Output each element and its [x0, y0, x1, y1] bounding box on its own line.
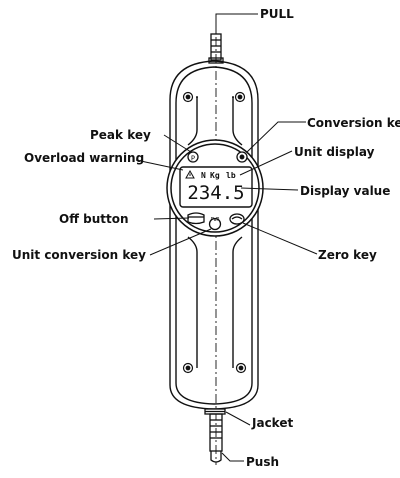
- display-value: 234.5: [187, 182, 244, 204]
- overload-warning-leader: [135, 159, 184, 171]
- unit-display-leader: [239, 150, 293, 176]
- pull-leader: [215, 13, 258, 34]
- off-button-leader: [153, 217, 190, 220]
- unit-kg: Kg: [210, 171, 220, 180]
- peak-key-button[interactable]: P: [187, 151, 199, 163]
- svg-text:PWR: PWR: [210, 217, 220, 223]
- screw-bottom-left: [182, 362, 194, 374]
- unit-lb: lb: [226, 171, 236, 180]
- jacket-leader: [225, 411, 251, 426]
- zero-key-leader: [242, 222, 318, 255]
- push-leader: [221, 452, 244, 462]
- peak-key-leader: [163, 134, 192, 153]
- pull-label: PULL: [260, 7, 294, 21]
- conversion-key-leader: [246, 121, 306, 153]
- overload-warning-label: Overload warning: [24, 151, 145, 165]
- display-value-leader: [240, 187, 299, 191]
- unit-conversion-key-button[interactable]: PWR: [208, 217, 222, 231]
- push-shaft: [209, 413, 223, 463]
- unit-display-label: Unit display: [294, 145, 375, 159]
- leader-lines: [135, 13, 318, 462]
- unit-conversion-key-leader: [149, 228, 212, 256]
- off-button-label: Off button: [59, 212, 129, 226]
- unit-n: N: [201, 171, 206, 180]
- screw-bottom-right: [235, 362, 247, 374]
- screw-top-left: [182, 91, 194, 103]
- jacket: [204, 408, 226, 415]
- zero-key-button[interactable]: [229, 213, 245, 225]
- peak-key-label: Peak key: [90, 128, 151, 142]
- off-button[interactable]: [187, 212, 205, 225]
- zero-key-label: Zero key: [318, 248, 377, 262]
- lcd-window: [179, 166, 253, 208]
- svg-text:P: P: [191, 155, 195, 163]
- conversion-key-button[interactable]: [236, 151, 248, 163]
- screw-top-right: [234, 91, 246, 103]
- jacket-label: Jacket: [252, 416, 294, 430]
- push-label: Push: [246, 455, 280, 469]
- overload-warning-icon: [185, 169, 195, 179]
- conversion-key-label: Conversion key: [307, 116, 400, 130]
- display-value-label: Display value: [300, 184, 391, 198]
- unit-conversion-key-label: Unit conversion key: [12, 248, 146, 262]
